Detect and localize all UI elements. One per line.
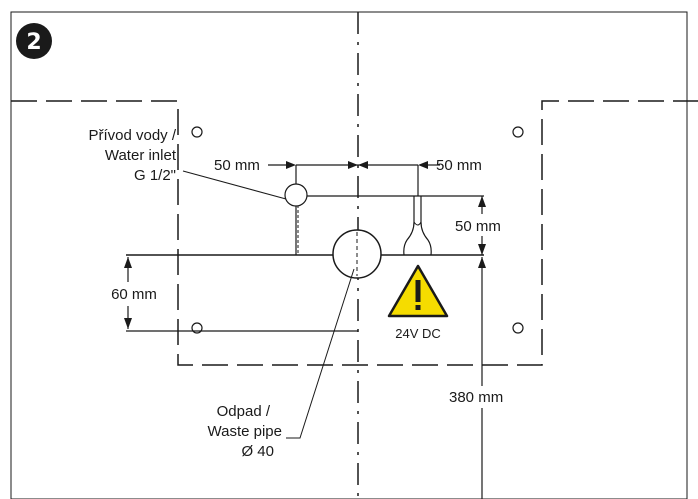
cable-wire-right [420, 196, 432, 256]
water-inlet-leader [182, 170, 287, 200]
waste-pipe-label-size: Ø 40 [241, 443, 274, 460]
step-badge [16, 23, 52, 59]
water-inlet-label-size: G 1/2" [134, 167, 176, 184]
voltage-label: 24V DC [395, 326, 441, 341]
dim-380-label: 380 mm [449, 389, 503, 406]
dim-left-50-arrow-left [286, 161, 296, 169]
step-number: 2 [26, 30, 41, 55]
dim-right-50-arrow-right [418, 161, 428, 169]
mounting-hole-top-right [512, 126, 524, 138]
warning-triangle-icon [387, 264, 449, 318]
cable-wire-left [403, 196, 415, 256]
waste-pipe-label-en: Waste pipe [208, 423, 282, 440]
dim-vert-50-label-bg [452, 214, 518, 236]
dim-60-arrow-bottom [124, 318, 132, 329]
mounting-hole-bottom-left [191, 322, 203, 334]
dim-vert-50-arrow-bottom [478, 244, 486, 255]
dim-60-label: 60 mm [111, 286, 157, 303]
frame-border [10, 11, 688, 499]
water-inlet-label-cz: Přívod vody / [88, 127, 176, 144]
dim-left-50-arrow-right [348, 161, 358, 169]
dim-vert-50-arrow-top [478, 196, 486, 207]
dim-60-arrow-top [124, 257, 132, 268]
dim-left-50-label: 50 mm [214, 157, 260, 174]
mounting-outline [11, 100, 698, 366]
cable-join [413, 221, 422, 226]
waste-pipe-leader [286, 268, 355, 439]
dim-60-label-bg [100, 282, 170, 306]
mounting-hole-bottom-right [512, 322, 524, 334]
water-inlet-circle [284, 183, 308, 207]
dim-vert-50-label: 50 mm [455, 218, 501, 235]
mounting-hole-top-left [191, 126, 203, 138]
dim-right-50-label: 50 mm [436, 157, 482, 174]
waste-pipe-label-cz: Odpad / [217, 403, 271, 420]
dim-380-arrow-top [478, 257, 486, 268]
water-inlet-label-en: Water inlet [105, 147, 177, 164]
dim-right-50-arrow-left [358, 161, 368, 169]
dim-380-label-bg [448, 386, 522, 408]
